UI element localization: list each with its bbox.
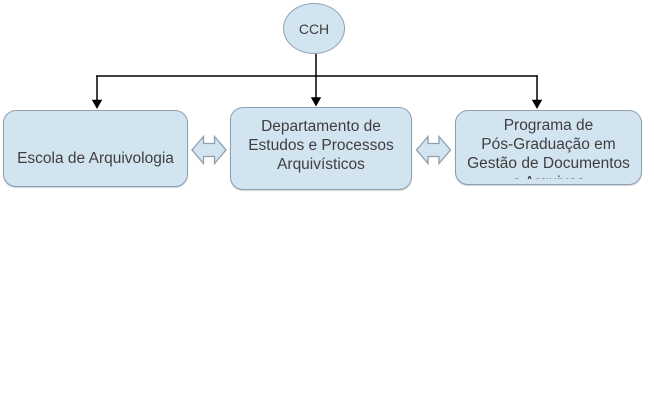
node-text-line: Pós-Graduação em (481, 136, 616, 153)
node-text-line: Programa de (503, 117, 594, 134)
node-text-line: Estudos e Processos (248, 137, 394, 154)
node-departamento-estudos-processos: Departamento de Estudos e Processos Arqu… (230, 107, 412, 190)
node-escola-text: Escola de Arquivologia (4, 111, 187, 168)
node-text-line: Arquivísticos (277, 156, 365, 173)
node-text-line-clipped: e Arquivos (456, 173, 641, 179)
arrowhead-down-icon (310, 97, 322, 107)
node-escola-de-arquivologia: Escola de Arquivologia (3, 110, 188, 187)
arrowhead-down-icon (531, 99, 543, 109)
node-programa-text: Programa de Pós-Graduação em Gestão de D… (456, 116, 641, 179)
node-cch-label: CCH (298, 20, 330, 37)
node-text-line: Gestão de Documentos (467, 155, 630, 172)
node-departamento-text: Departamento de Estudos e Processos Arqu… (231, 108, 411, 174)
arrowhead-down-icon (91, 99, 103, 109)
double-arrow-icon (191, 134, 227, 166)
double-arrow-icon (415, 134, 452, 166)
node-programa-pos-graduacao: Programa de Pós-Graduação em Gestão de D… (455, 110, 642, 185)
node-cch: CCH (283, 3, 345, 54)
node-text-line: Escola de Arquivologia (17, 150, 174, 167)
node-text-line: Departamento de (261, 118, 381, 135)
